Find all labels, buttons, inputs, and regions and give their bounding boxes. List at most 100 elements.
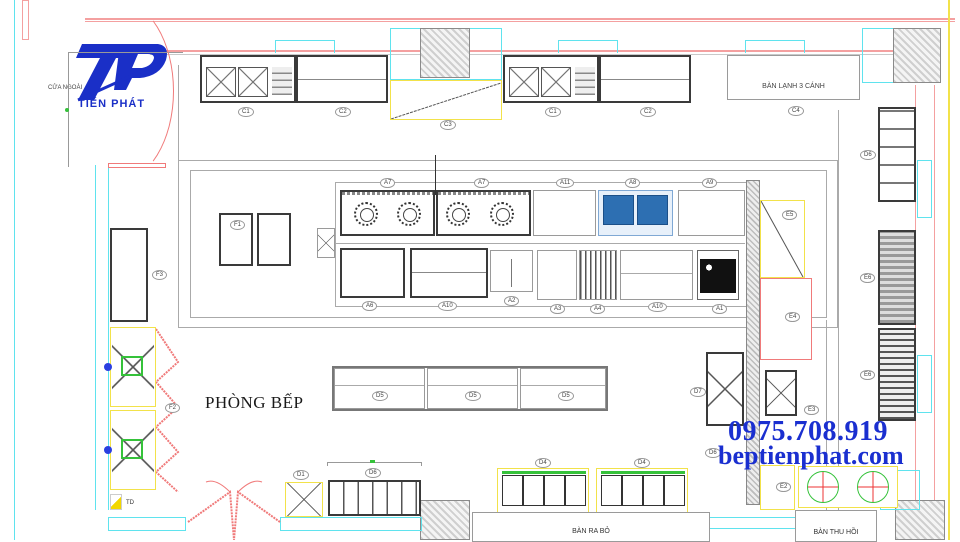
- unit-a10-right[interactable]: [620, 250, 693, 300]
- tag-c3: C3: [440, 120, 456, 130]
- tag-d6-bottom: D6: [365, 468, 381, 478]
- window-top-2: [558, 40, 618, 53]
- tag-c4: C4: [788, 106, 804, 116]
- table-d5-2[interactable]: [427, 368, 518, 409]
- sink-basin-icon: [541, 67, 571, 97]
- wall-bottom-left: [108, 517, 186, 531]
- fridge-d4-left[interactable]: [497, 468, 589, 513]
- entry-vent-dot: [65, 108, 69, 112]
- shelf-d6[interactable]: [878, 107, 916, 202]
- sink-unit-c1-left[interactable]: [200, 55, 296, 103]
- green-top-strip: [502, 471, 586, 474]
- unit-d7[interactable]: [706, 352, 744, 426]
- cabinet-door-line: [511, 259, 512, 287]
- sink-unit-c1-right[interactable]: [503, 55, 599, 103]
- sink-basin-icon: [206, 67, 236, 97]
- table-d5-1[interactable]: [334, 368, 425, 409]
- tag-a4: A4: [590, 304, 606, 314]
- window-top-1: [275, 40, 335, 53]
- pass-table-right[interactable]: BÀN THU HỒI: [795, 510, 877, 542]
- window-top-3: [745, 40, 805, 53]
- burner-icon: [490, 202, 514, 226]
- exhaust-duct-column: [746, 180, 760, 505]
- tag-c1-left: C1: [238, 107, 254, 117]
- tag-f2: F2: [165, 403, 181, 413]
- corridor-right-vertical-2: [826, 320, 827, 520]
- wall-top-left-vertical: [22, 0, 29, 40]
- table-shelf-line: [428, 385, 517, 386]
- prep-table-c2-left[interactable]: [296, 55, 388, 103]
- rack-d6-bottom[interactable]: [328, 480, 421, 516]
- table-a9[interactable]: [678, 190, 745, 236]
- td-marker: [110, 494, 122, 510]
- wall-right-edge: [948, 0, 950, 540]
- exhaust-fan-f2-upper[interactable]: [110, 327, 156, 407]
- unit-e3[interactable]: [765, 370, 797, 416]
- fan-cross-icon: [112, 329, 154, 405]
- double-door-swing-icon[interactable]: [186, 478, 282, 540]
- window-right-2: [917, 355, 932, 413]
- fridge-doors: [601, 475, 685, 506]
- tag-a1: A1: [712, 304, 728, 314]
- fan-cross-icon: [112, 412, 154, 488]
- green-top-strip: [601, 471, 685, 474]
- sink-basin-icon: [238, 67, 268, 97]
- stock-pot-stove-a7-1[interactable]: [340, 190, 435, 236]
- table-d5-3[interactable]: [520, 368, 606, 409]
- wok-burner-icon: [637, 195, 668, 225]
- entry-door-leaf: [108, 163, 166, 168]
- table-a11[interactable]: [533, 190, 596, 236]
- pass-table-left[interactable]: BÀN RA BỎ: [472, 512, 710, 542]
- fridge-f1-right[interactable]: [257, 213, 291, 266]
- cabinet-f3[interactable]: [110, 228, 148, 322]
- column-top-center: [420, 28, 470, 78]
- prep-table-c2-right[interactable]: [599, 55, 691, 103]
- double-burner-unit[interactable]: [798, 466, 898, 508]
- tag-e6-2: E6: [860, 370, 876, 380]
- table-shelf-line: [335, 385, 424, 386]
- burner-ring-icon: [857, 471, 889, 503]
- unit-a10-left[interactable]: [410, 248, 488, 298]
- hood-e5[interactable]: [760, 200, 805, 278]
- drainboard: [272, 67, 292, 95]
- drainboard: [575, 67, 595, 95]
- grill-a4[interactable]: [579, 250, 617, 300]
- inner-wall-top: [150, 50, 930, 55]
- tag-a10-right: A10: [648, 302, 667, 312]
- cold-table-label: BÀN LẠNH 3 CÁNH: [762, 83, 825, 90]
- cold-table-c4[interactable]: BÀN LẠNH 3 CÁNH: [727, 55, 860, 100]
- tag-d1: D1: [293, 470, 309, 480]
- hood-diagonal-icon: [390, 82, 502, 120]
- tag-e6-1: E6: [860, 273, 876, 283]
- stove-a8[interactable]: [598, 190, 673, 236]
- fridge-d4-right[interactable]: [596, 468, 688, 513]
- stock-pot-stove-a7-2[interactable]: [436, 190, 531, 236]
- exhaust-fan-f2-lower[interactable]: [110, 410, 156, 490]
- tag-a10-left: A10: [438, 301, 457, 311]
- unit-a3[interactable]: [537, 250, 577, 300]
- tag-e3: E3: [804, 405, 820, 415]
- tag-a7-1: A7: [380, 178, 396, 188]
- fan-box-icon: [121, 439, 143, 459]
- rack-e6-2[interactable]: [878, 328, 916, 421]
- tag-d4-left: D4: [535, 458, 551, 468]
- unit-d1[interactable]: [285, 482, 323, 517]
- island-divider: [335, 243, 745, 244]
- tag-a9: A9: [702, 178, 718, 188]
- corridor-left-vertical: [178, 65, 179, 160]
- contact-website: beptienphat.com: [718, 441, 904, 470]
- range-a1[interactable]: [697, 250, 739, 300]
- tag-a6: A6: [362, 301, 378, 311]
- dimension-marker: [370, 460, 375, 463]
- hood-e2[interactable]: [760, 465, 795, 510]
- tag-c2-right: C2: [640, 107, 656, 117]
- unit-a2[interactable]: [490, 250, 533, 292]
- tag-a8: A8: [625, 178, 641, 188]
- unit-a6[interactable]: [340, 248, 405, 298]
- rack-e6-1[interactable]: [878, 230, 916, 325]
- floor-drain-box: [317, 228, 335, 258]
- valve-marker-icon: [104, 446, 112, 454]
- contact-phone: 0975.708.919: [728, 416, 888, 447]
- sink-basin-icon: [509, 67, 539, 97]
- hood-c3[interactable]: [390, 80, 502, 120]
